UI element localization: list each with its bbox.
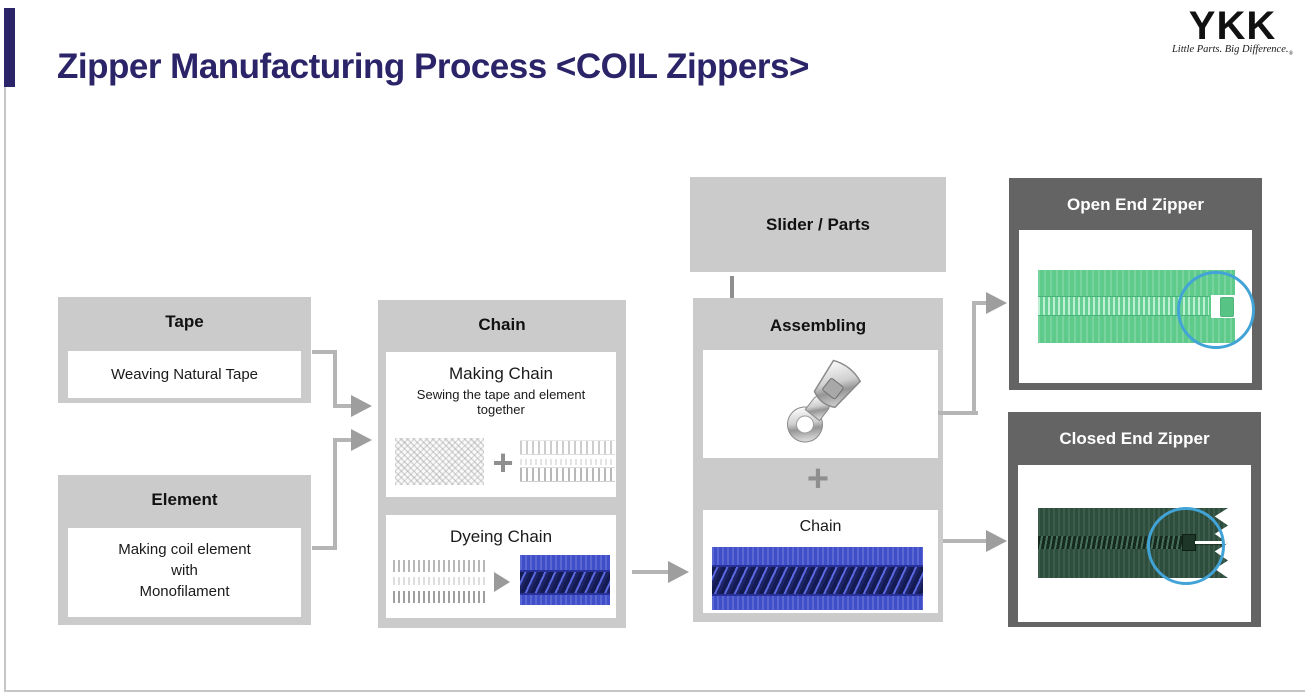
dyed-blue-chain-sample-image (520, 555, 610, 605)
assembling-chain-panel: Chain (703, 510, 938, 613)
chain-box-header: Chain (478, 315, 526, 334)
undyed-sample-texture (393, 577, 485, 585)
left-border-line (4, 87, 6, 691)
blue-zipper-chain-image (712, 547, 923, 610)
accent-bar (4, 8, 15, 87)
slider-parts-header: Slider / Parts (766, 214, 870, 234)
woven-tape-sample-image (395, 438, 484, 485)
dyeing-chain-title: Dyeing Chain (449, 527, 553, 546)
slider-parts-box: Slider / Parts (690, 177, 946, 272)
registered-mark: ® (1288, 51, 1294, 58)
page-title: Zipper Manufacturing Process <COIL Zippe… (57, 47, 809, 86)
open-end-zipper-photo-panel (1019, 230, 1255, 383)
bottom-border-line (4, 690, 1305, 692)
dye-arrow-icon (494, 572, 510, 592)
tape-box-body: Weaving Natural Tape (68, 351, 301, 398)
assembling-box: Assembling + Chain (693, 298, 943, 622)
element-box: Element Making coil element with Monofil… (58, 475, 311, 625)
element-box-body-text: Making coil element with Monofilament (118, 541, 251, 600)
undyed-chain-sample-image (393, 557, 485, 607)
element-box-header: Element (151, 490, 218, 509)
closed-end-zipper-header: Closed End Zipper (1059, 429, 1210, 448)
coil-element-sample-image (520, 438, 615, 485)
chain-teeth (712, 565, 923, 596)
coil-sample-texture (520, 459, 615, 466)
ykk-logo-text: YKK (1188, 4, 1277, 48)
assembling-chain-label: Chain (799, 518, 842, 535)
making-chain-title: Making Chain (449, 364, 553, 383)
open-end-highlight-circle (1177, 271, 1255, 349)
plus-sign: + (806, 458, 830, 500)
ykk-logo: YKK Little Parts. Big Difference.® (1160, 6, 1305, 57)
assembling-header: Assembling (769, 316, 867, 335)
open-end-zipper-header: Open End Zipper (1067, 195, 1204, 214)
open-end-zipper-box: Open End Zipper (1009, 178, 1262, 390)
tape-box: Tape Weaving Natural Tape (58, 297, 311, 403)
metal-zipper-slider-image (786, 359, 861, 443)
chain-box: Chain Making Chain Sewing the tape and e… (378, 300, 626, 628)
plus-sign: + (492, 442, 514, 483)
closed-end-highlight-circle (1147, 507, 1225, 585)
making-chain-subtitle: Sewing the tape and element together (416, 387, 586, 417)
closed-end-zipper-photo-panel (1018, 465, 1251, 622)
slider-photo-panel (703, 350, 938, 458)
chain-teeth (520, 569, 610, 595)
making-chain-panel: Making Chain Sewing the tape and element… (386, 352, 616, 497)
closed-end-zipper-box: Closed End Zipper (1008, 412, 1261, 627)
element-box-body: Making coil element with Monofilament (68, 528, 301, 617)
ykk-logo-tagline: Little Parts. Big Difference.® (1171, 44, 1294, 58)
tape-box-header: Tape (165, 312, 204, 331)
dyeing-chain-panel: Dyeing Chain (386, 515, 616, 618)
zipper-teeth (1038, 296, 1209, 316)
